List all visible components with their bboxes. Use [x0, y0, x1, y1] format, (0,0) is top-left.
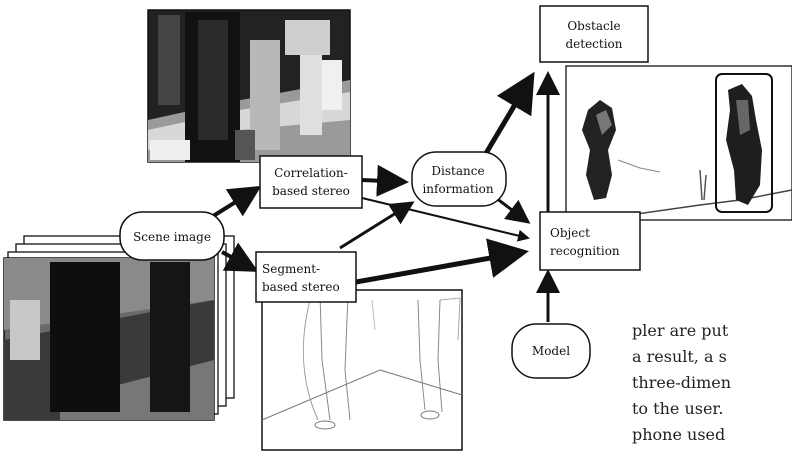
- correlation-stereo-line1: Correlation-: [274, 166, 348, 180]
- segment-stereo-line2: based stereo: [262, 280, 340, 294]
- scene-image-label: Scene image: [133, 230, 211, 244]
- model-label: Model: [532, 344, 570, 358]
- body-text-line-4: to the user.: [632, 399, 724, 418]
- object-recognition-line2: recognition: [550, 244, 620, 258]
- obstacle-detection-line1: Obstacle: [567, 19, 620, 33]
- segment-stereo-line1: Segment-: [262, 262, 320, 276]
- correlation-depth-map-image: [147, 9, 351, 163]
- body-text-line-1: pler are put: [632, 321, 729, 340]
- arrow-distance-to-object: [495, 196, 531, 224]
- obstacle-detection-line2: detection: [565, 37, 622, 51]
- obstacle-scene-image: [565, 65, 792, 221]
- arrow-scene-to-segment: [221, 242, 259, 272]
- arrow-correlation-to-distance: [361, 164, 409, 197]
- detected-obstacle-box: [715, 73, 773, 213]
- body-text-line-5: phone used: [632, 425, 726, 444]
- distance-information-line1: Distance: [431, 164, 484, 178]
- node-model: Model: [511, 323, 591, 379]
- segment-edge-image: [261, 289, 463, 451]
- node-obstacle-detection: Obstacle detection: [539, 5, 649, 63]
- arrow-distance-to-obstacle: [479, 71, 535, 162]
- node-correlation-stereo: Correlation- based stereo: [259, 155, 363, 209]
- body-text-line-3: three-dimen: [632, 373, 732, 392]
- node-scene-image: Scene image: [119, 211, 225, 261]
- scene-image-stack: [3, 235, 235, 421]
- node-object-recognition: Object recognition: [539, 211, 641, 271]
- arrow-scene-to-correlation: [208, 185, 262, 220]
- object-recognition-line1: Object: [550, 226, 590, 240]
- node-segment-stereo: Segment- based stereo: [255, 251, 357, 303]
- distance-information-line2: information: [422, 182, 493, 196]
- node-distance-information: Distance information: [411, 151, 507, 207]
- arrow-segment-to-object: [355, 238, 529, 285]
- arrow-segment-to-distance: [339, 201, 415, 250]
- connection-arrows: [208, 71, 560, 322]
- body-text-line-2: a result, a s: [632, 347, 727, 366]
- correlation-stereo-line2: based stereo: [272, 184, 350, 198]
